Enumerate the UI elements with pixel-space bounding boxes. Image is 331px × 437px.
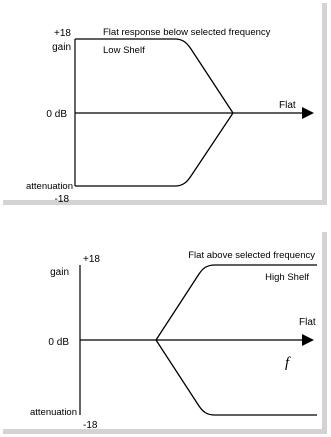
low-shelf-panel: +18 gain 0 dB attenuation -18 Flat respo…: [3, 3, 327, 205]
low-shelf-cut-curve: [75, 112, 234, 187]
low-shelf-gain-label: gain: [52, 42, 71, 53]
low-shelf-axis-arrow: [302, 107, 314, 119]
low-shelf-minus-label: -18: [55, 194, 70, 205]
high-shelf-axis-arrow: [302, 334, 314, 346]
high-shelf-description: Flat above selected frequency: [188, 250, 315, 261]
low-shelf-description: Flat response below selected frequency: [103, 27, 271, 38]
low-shelf-panel-background: +18 gain 0 dB attenuation -18 Flat respo…: [3, 3, 322, 205]
low-shelf-zero-label: 0 dB: [46, 109, 67, 120]
high-shelf-attenuation-label: attenuation: [30, 407, 77, 418]
high-shelf-panel-background: +18 gain 0 dB attenuation -18 Flat above…: [3, 232, 322, 431]
high-shelf-minus-label: -18: [83, 420, 98, 431]
low-shelf-diagram: +18 gain 0 dB attenuation -18 Flat respo…: [26, 27, 314, 205]
low-shelf-attenuation-label: attenuation: [26, 181, 73, 192]
low-shelf-boost-curve: [75, 38, 234, 114]
high-shelf-diagram: +18 gain 0 dB attenuation -18 Flat above…: [30, 250, 317, 431]
high-shelf-name: High Shelf: [265, 272, 309, 283]
high-shelf-zero-label: 0 dB: [48, 337, 69, 348]
high-shelf-panel: +18 gain 0 dB attenuation -18 Flat above…: [3, 232, 327, 434]
low-shelf-flat-label: Flat: [279, 100, 296, 111]
low-shelf-name: Low Shelf: [103, 45, 145, 56]
high-shelf-cut-curve: [155, 339, 317, 416]
high-shelf-flat-label: Flat: [299, 317, 316, 328]
low-shelf-plus-label: +18: [54, 28, 71, 39]
high-shelf-plus-label: +18: [83, 254, 100, 265]
high-shelf-gain-label: gain: [50, 267, 69, 278]
high-shelf-boost-curve: [155, 264, 317, 341]
high-shelf-frequency-symbol: f: [285, 355, 291, 371]
